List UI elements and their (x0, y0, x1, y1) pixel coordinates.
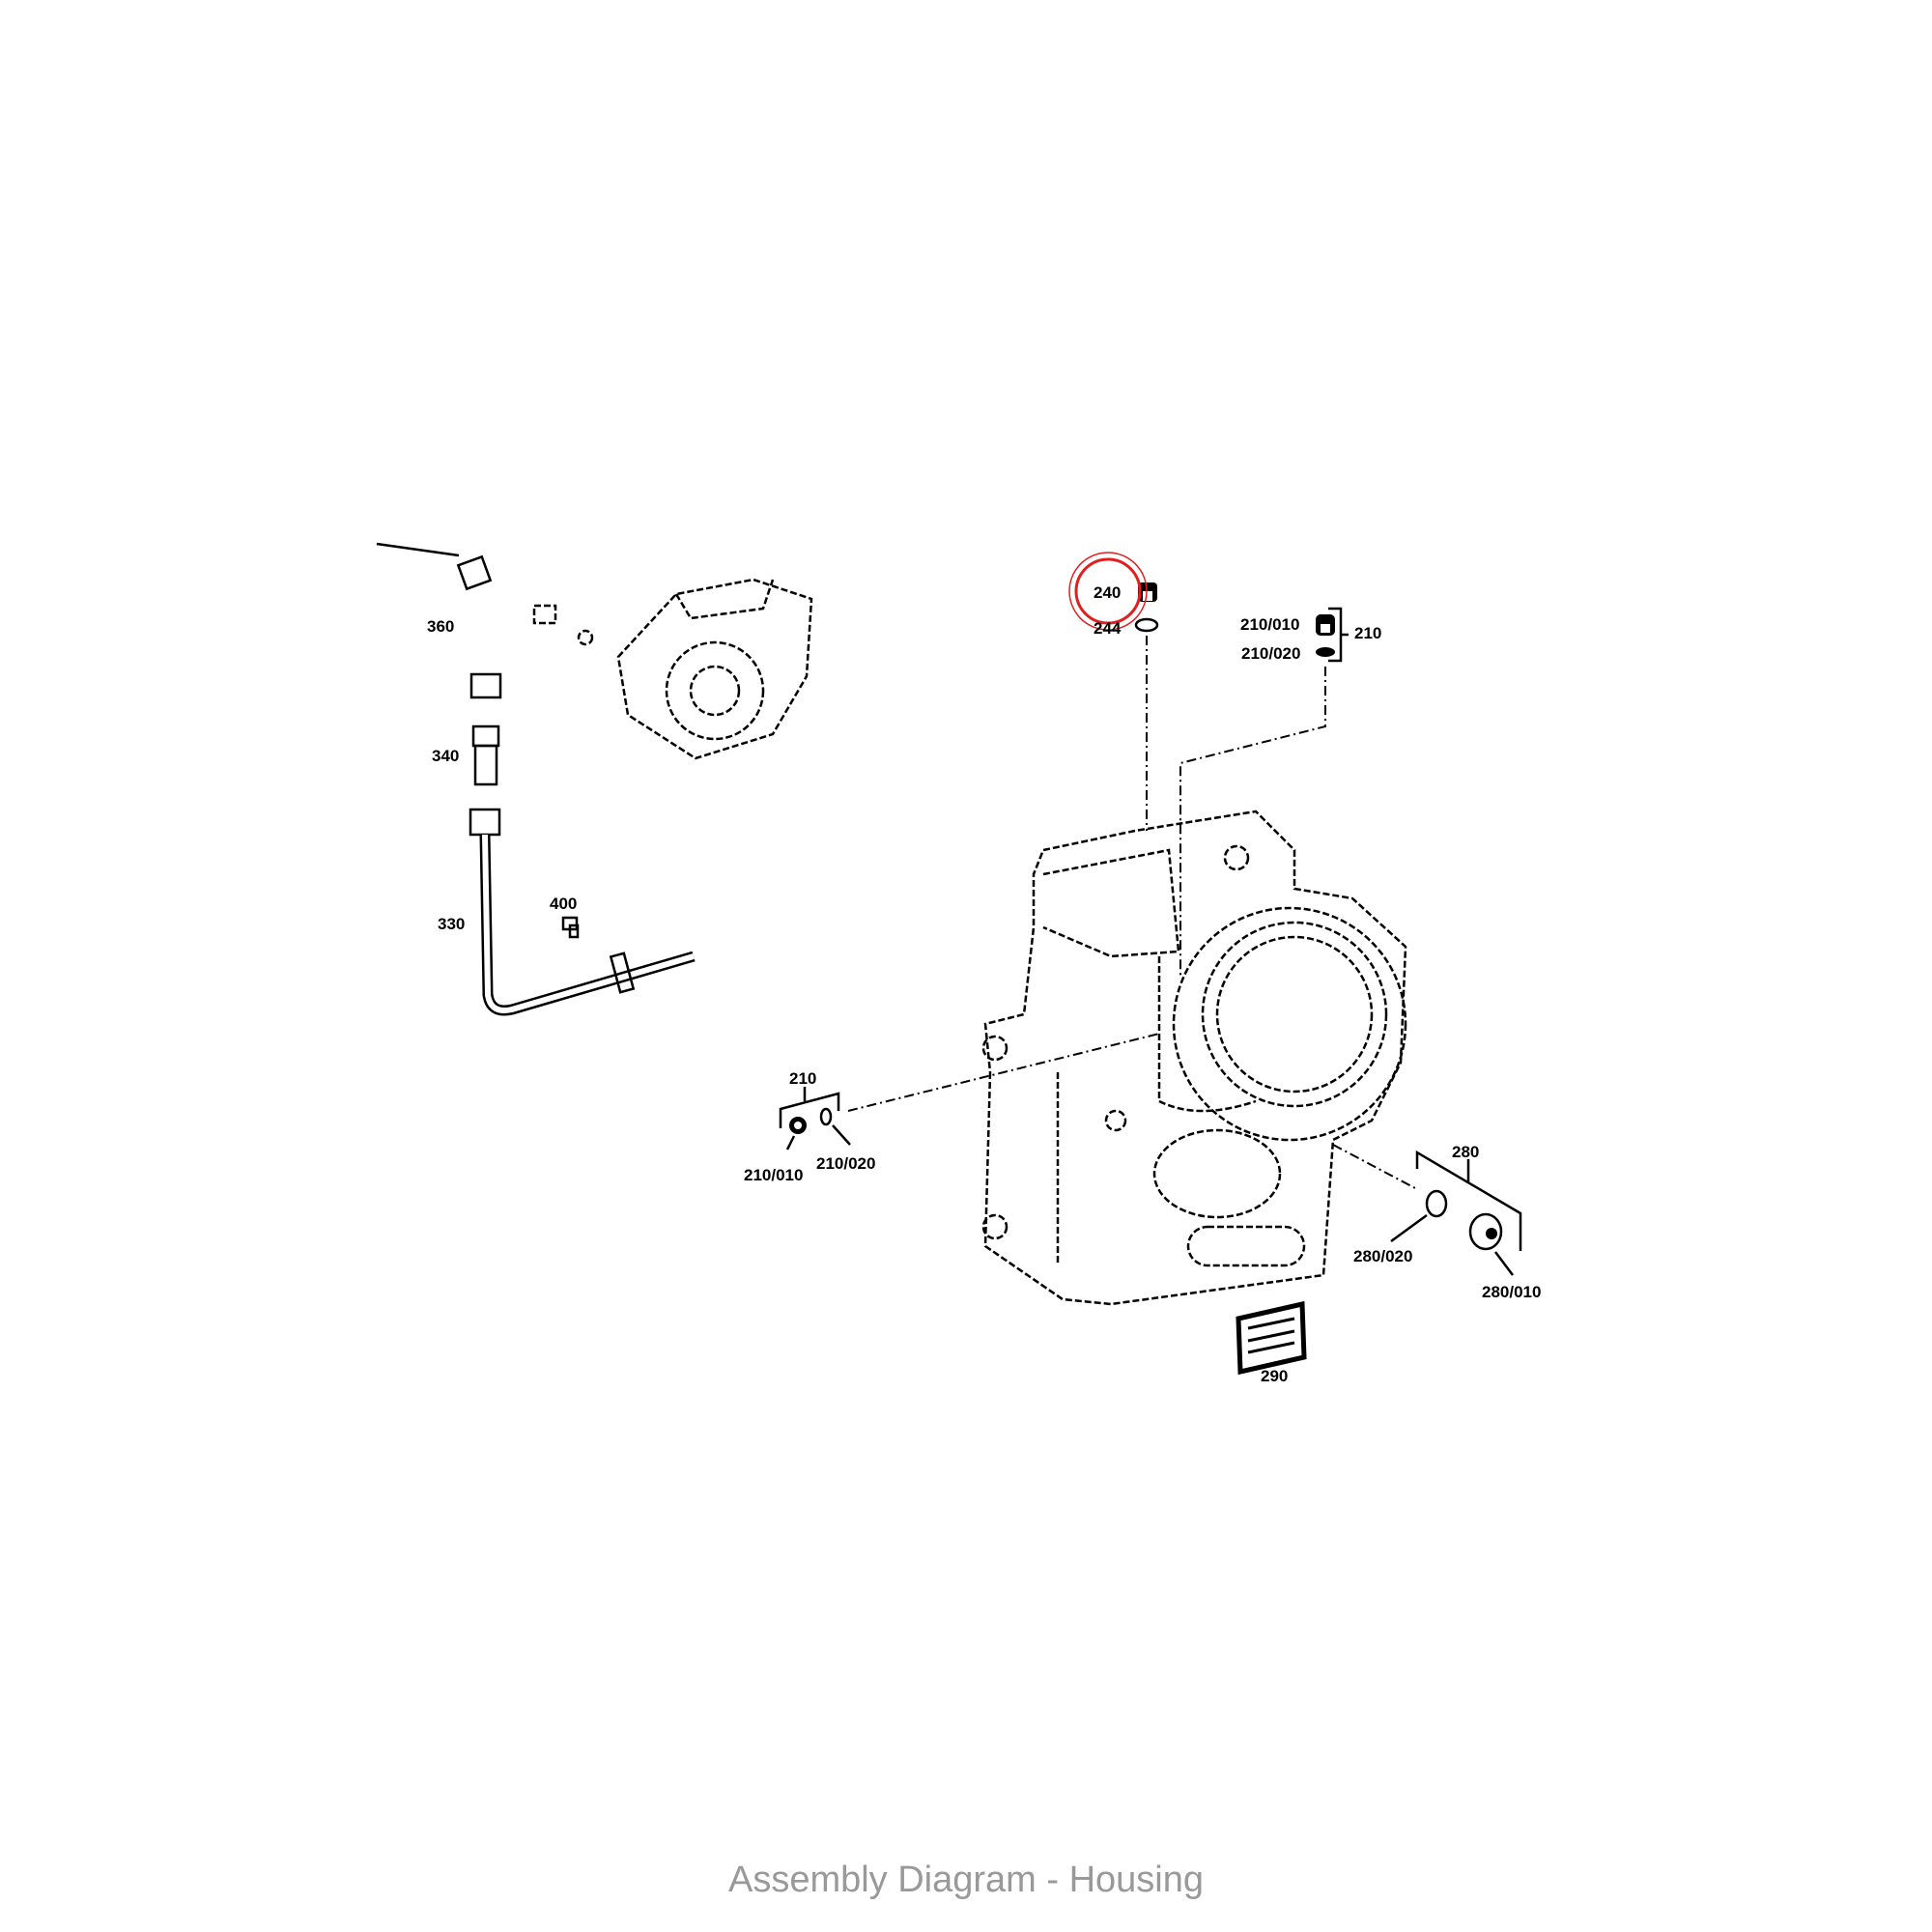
part-400-bolt[interactable] (561, 916, 580, 939)
label-210-top: 210 (1354, 624, 1381, 642)
label-210-020-left: 210/020 (816, 1154, 875, 1173)
label-280-020: 280/020 (1353, 1247, 1412, 1265)
part-244-seal[interactable] (1134, 617, 1159, 633)
label-210-020-top: 210/020 (1241, 644, 1300, 663)
part-210-left-group[interactable] (779, 1087, 851, 1151)
part-240-plug[interactable] (1138, 582, 1157, 602)
label-210-010-left: 210/010 (744, 1166, 803, 1184)
label-280: 280 (1452, 1143, 1479, 1161)
label-210-left: 210 (789, 1069, 816, 1088)
transmission-housing[interactable] (981, 810, 1407, 1306)
diagram-caption: Assembly Diagram - Housing (727, 1860, 1205, 1900)
label-360: 360 (427, 617, 454, 636)
label-210-010-top: 210/010 (1240, 615, 1299, 634)
label-400: 400 (550, 895, 577, 913)
label-340: 340 (432, 747, 459, 765)
part-340-fitting[interactable] (471, 724, 500, 786)
label-244: 244 (1094, 619, 1122, 638)
pump-assembly[interactable] (532, 578, 813, 760)
part-280-group[interactable] (1390, 1150, 1522, 1276)
label-240: 240 (1094, 583, 1121, 602)
highlight-ring-240 (1068, 552, 1148, 631)
label-330: 330 (438, 915, 465, 933)
label-280-010: 280/010 (1482, 1283, 1541, 1301)
leader-lines (847, 636, 1416, 1189)
part-330-pipe[interactable] (469, 808, 696, 1016)
part-360-pipe[interactable] (376, 541, 502, 699)
part-210-top-group[interactable] (1316, 607, 1349, 663)
part-290-nameplate[interactable] (1236, 1300, 1307, 1376)
label-290: 290 (1261, 1367, 1288, 1385)
